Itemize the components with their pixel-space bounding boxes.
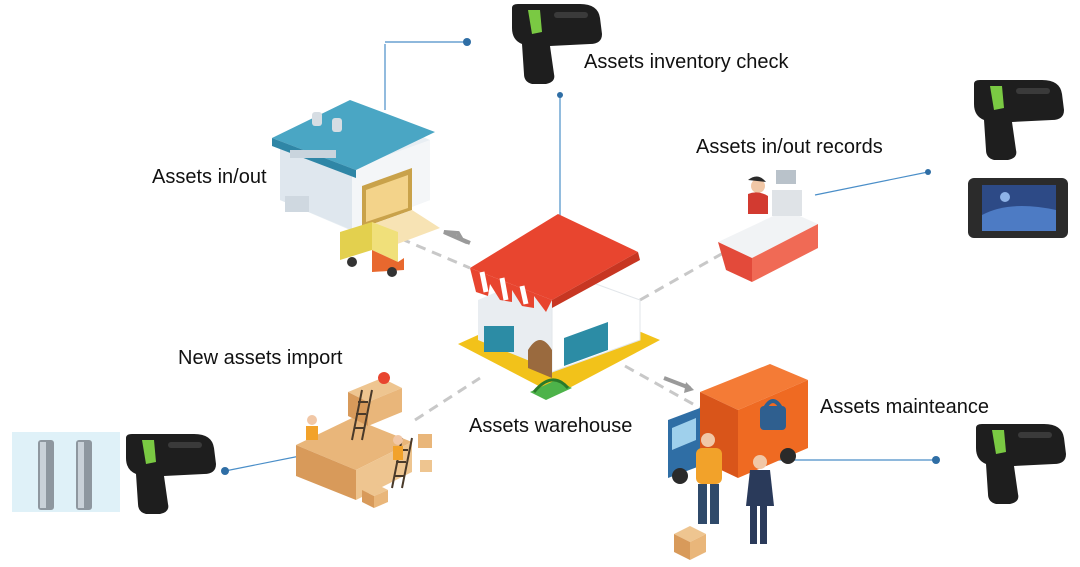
handheld-rfid-scanner-icon: [126, 434, 216, 514]
checkout-counter-illustration: [718, 170, 818, 282]
label-assets-inventory-check: Assets inventory check: [584, 51, 789, 73]
handheld-rfid-scanner-icon: [976, 424, 1066, 504]
delivery-truck-illustration: [340, 222, 404, 277]
connector-dot-import: [221, 467, 229, 475]
label-new-assets-import: New assets import: [178, 347, 343, 369]
flow-arrow-in: [443, 230, 471, 245]
import-boxes-illustration: [296, 372, 432, 508]
people-illustration: [674, 433, 774, 560]
connector-import: [224, 455, 301, 472]
connector-lines: [221, 38, 940, 475]
flow-arrow-out-head: [684, 382, 694, 393]
label-assets-in-out: Assets in/out: [152, 166, 267, 188]
connector-dot-in-out: [463, 38, 471, 46]
handheld-rfid-scanner-icon: [974, 80, 1064, 160]
label-assets-warehouse: Assets warehouse: [469, 415, 633, 437]
connector-records: [814, 171, 929, 196]
label-assets-maintenance: Assets mainteance: [820, 396, 989, 418]
connector-dot-inventory: [557, 92, 563, 98]
connector-dot-maintenance: [932, 456, 940, 464]
warehouse-building-illustration: [272, 100, 440, 246]
maintenance-truck-illustration: [668, 364, 808, 484]
rfid-gate-reader-icon: [12, 432, 120, 512]
connector-dot-records: [925, 169, 931, 175]
label-assets-in-out-records: Assets in/out records: [696, 136, 883, 158]
rugged-tablet-icon: [968, 178, 1068, 238]
flow-dashes: [384, 230, 726, 422]
store-illustration: [458, 214, 660, 400]
